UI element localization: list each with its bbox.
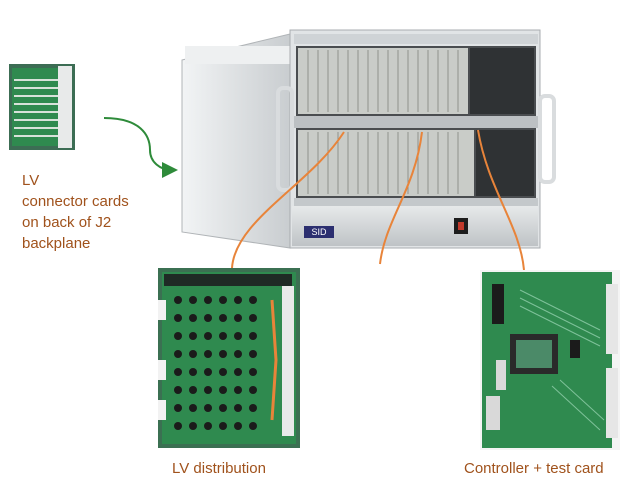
- lv-connector-line-3: on back of J2: [22, 214, 112, 231]
- lv-distribution-label: LV distribution: [172, 460, 266, 477]
- controller-test-card-photo: [480, 270, 620, 450]
- orange-leaders: [231, 129, 525, 271]
- lv-connector-line-2: connector cards: [22, 193, 129, 210]
- lv-connector-line-4: backplane: [22, 235, 91, 252]
- controller-label: Controller + test card: [464, 460, 604, 477]
- lv-connector-label: LV connector cards on back of J2 backpla…: [22, 170, 172, 254]
- lv-connector-line-1: LV: [22, 172, 40, 189]
- crate: [181, 29, 556, 249]
- lv-connector-card-photo: [9, 64, 75, 150]
- green-pointer-arrow: [103, 117, 178, 178]
- lv-distribution-board-photo: [158, 268, 300, 448]
- crate-badge: SID: [304, 226, 334, 238]
